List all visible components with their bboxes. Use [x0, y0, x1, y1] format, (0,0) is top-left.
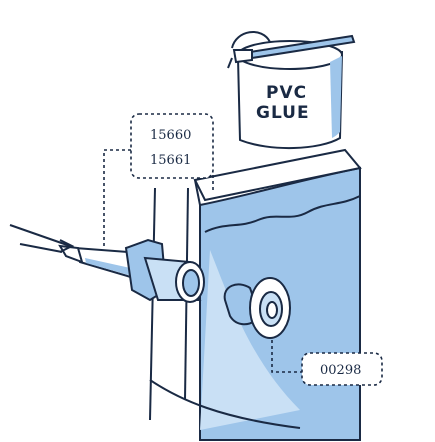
- fitting-mouth-inner: [182, 269, 200, 297]
- wall-post: [149, 187, 189, 421]
- pipe-tip: [58, 244, 84, 264]
- pipe-shade: [85, 258, 132, 276]
- can-label-line1: PVC: [266, 83, 307, 103]
- pool-wall-bottom-curve: [149, 379, 301, 429]
- callout-upper: 15660 15661: [130, 113, 214, 179]
- leader-lower: [271, 340, 302, 373]
- pvc-pipe: [58, 244, 136, 280]
- can-body: [236, 50, 344, 150]
- callout-lower: 00298: [301, 352, 383, 386]
- post-left-edge: [149, 187, 156, 421]
- callout-upper-box: [130, 113, 214, 179]
- brush-icon: [227, 34, 356, 69]
- wall-ledge: [193, 148, 362, 206]
- can-label-line2: GLUE: [256, 103, 310, 123]
- leader-upper: [103, 149, 131, 248]
- wall-return-fitting: [223, 277, 291, 339]
- pool-wall-water-line: [204, 195, 361, 233]
- leader-lines: [103, 149, 302, 373]
- return-eye: [266, 301, 278, 319]
- callout-lower-box: [301, 352, 383, 386]
- ledge-top: [193, 148, 362, 202]
- ledge-edge: [194, 179, 201, 206]
- can-shadow: [330, 56, 342, 138]
- part-number-15661: 15661: [150, 153, 191, 168]
- part-number-00298: 00298: [320, 363, 361, 378]
- pvc-glue-can: PVC GLUE: [227, 31, 356, 150]
- can-handle: [231, 31, 271, 49]
- part-number-15660: 15660: [150, 128, 191, 143]
- pipe-fitting: [124, 238, 205, 303]
- insertion-arrow-icon: [9, 224, 75, 253]
